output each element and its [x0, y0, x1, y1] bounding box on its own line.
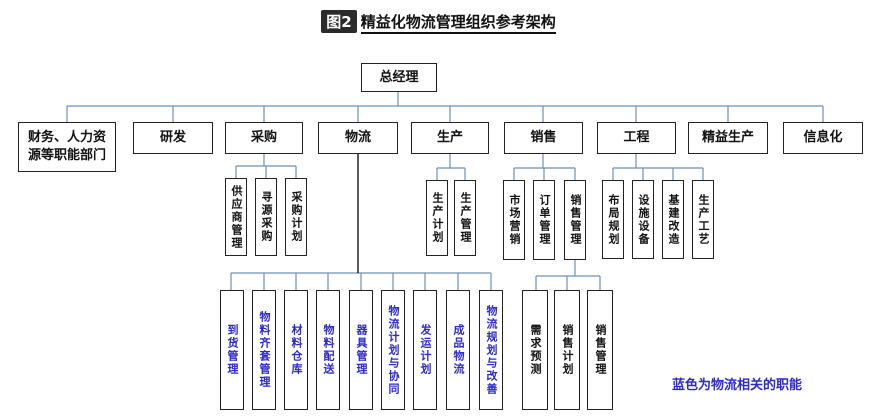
dept-purchasing: 采购 — [225, 122, 303, 154]
legend-note: 蓝色为物流相关的职能 — [672, 378, 803, 393]
dept-sales: 销售 — [504, 122, 583, 154]
logistics-sub-planning-improvement: 物流规划与改善 — [479, 290, 503, 410]
sales-mgmt-sub-mgmt: 销售管理 — [587, 290, 613, 410]
dept-logistics: 物流 — [318, 122, 398, 154]
logistics-sub-shipping-plan: 发运计划 — [413, 290, 437, 410]
sales-mgmt-sub-plan: 销售计划 — [554, 290, 580, 410]
general-manager-box: 总经理 — [361, 63, 437, 92]
dept-engineering: 工程 — [597, 122, 676, 154]
dept-rd: 研发 — [133, 122, 213, 154]
purchasing-sub-supplier-mgmt: 供应商管理 — [225, 178, 247, 256]
sales-sub-sales-mgmt: 销售管理 — [564, 180, 586, 260]
engineering-sub-layout: 布局规划 — [602, 180, 624, 259]
purchasing-sub-sourcing: 寻源采购 — [255, 178, 277, 256]
dept-lean-production: 精益生产 — [688, 122, 768, 154]
engineering-sub-process: 生产工艺 — [692, 180, 714, 259]
sales-sub-order-mgmt: 订单管理 — [533, 180, 555, 260]
figure-title-text: 精益化物流管理组织参考架构 — [360, 13, 556, 34]
logistics-sub-arrival-mgmt: 到货管理 — [220, 290, 244, 410]
dept-production: 生产 — [411, 122, 489, 154]
production-sub-plan: 生产计划 — [426, 180, 448, 256]
sales-mgmt-sub-forecast: 需求预测 — [522, 290, 548, 410]
figure-number: 图2 — [321, 10, 357, 33]
logistics-sub-finished-goods: 成品物流 — [446, 290, 470, 410]
engineering-sub-facilities: 设施设备 — [632, 180, 654, 259]
purchasing-sub-plan: 采购计划 — [285, 178, 307, 256]
logistics-sub-delivery: 物料配送 — [316, 290, 340, 410]
logistics-sub-plan-coordination: 物流计划与协同 — [381, 290, 405, 410]
dept-it: 信息化 — [783, 122, 863, 154]
logistics-sub-kitting-mgmt: 物料齐套管理 — [252, 290, 276, 410]
logistics-sub-material-warehouse: 材料仓库 — [284, 290, 308, 410]
dept-finance-hr: 财务、人力资源等职能部门 — [18, 122, 116, 172]
production-sub-mgmt: 生产管理 — [454, 180, 476, 256]
sales-sub-marketing: 市场营销 — [503, 180, 525, 260]
logistics-sub-container-mgmt: 器具管理 — [349, 290, 373, 410]
engineering-sub-construction: 基建改造 — [662, 180, 684, 259]
